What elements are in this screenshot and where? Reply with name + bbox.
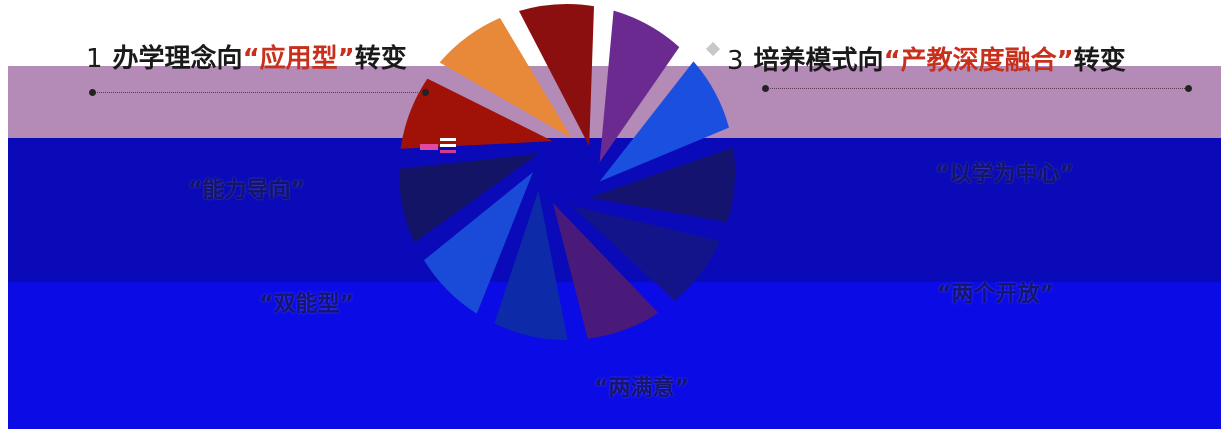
heading-1: 1 办学理念向“应用型”转变: [86, 46, 407, 72]
phrase-ability-oriented: “能力导向”: [188, 178, 305, 203]
wheel-segment-10: [400, 78, 553, 149]
wheel-segment-2: [599, 10, 680, 163]
heading-1-emphasis: “应用型”: [242, 44, 355, 74]
heading-3-prefix: 培养模式向: [753, 46, 884, 76]
wheel-segment-8: [424, 172, 533, 314]
heading-1-suffix: 转变: [354, 44, 407, 74]
heading-1-prefix: 办学理念向: [112, 44, 243, 74]
heading-3-suffix: 转变: [1073, 46, 1126, 76]
phrase-student-centered: “以学为中心”: [935, 162, 1074, 187]
wheel-segment-3: [599, 61, 729, 182]
heading-1-divider: [89, 89, 429, 96]
heading-3: 3 培养模式向“产教深度融合”转变: [727, 48, 1126, 74]
wheel-segment-11: [439, 17, 572, 139]
wheel-segment-1: [519, 4, 594, 147]
phrase-dual-capability: “双能型”: [259, 292, 354, 317]
wheel-segment-6: [553, 203, 659, 339]
wheel-segment-7: [494, 190, 568, 341]
heading-3-number: 3: [727, 46, 744, 76]
wheel-segment-4: [589, 147, 736, 223]
phrase-two-satisfactions: “两满意”: [594, 376, 689, 401]
shutter-wheel-diagram: [398, 4, 736, 341]
heading-3-divider: [762, 85, 1192, 92]
small-bars-icon: [420, 138, 456, 158]
phrase-two-openings: “两个开放”: [937, 282, 1054, 307]
heading-1-number: 1: [86, 44, 103, 74]
middle-band: [8, 138, 1221, 282]
wheel-segment-5: [571, 205, 721, 301]
heading-3-emphasis: “产教深度融合”: [883, 46, 1074, 76]
wheel-segment-9: [398, 153, 539, 243]
